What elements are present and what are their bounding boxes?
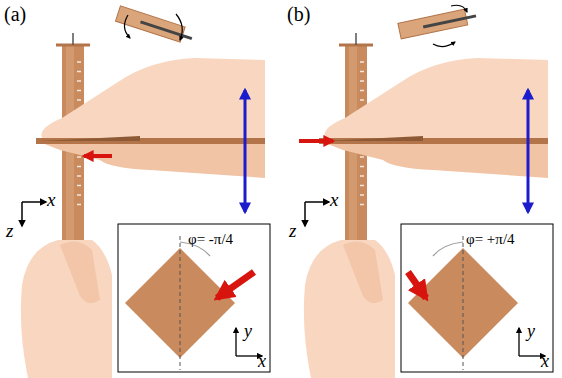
ruler-tip bbox=[72, 33, 74, 45]
oscillation-arrow bbox=[527, 90, 530, 212]
ruler-notch bbox=[77, 71, 81, 73]
ruler-notch bbox=[77, 99, 81, 101]
rotation-arrow bbox=[176, 14, 182, 40]
ruler-notch bbox=[360, 71, 364, 73]
ruler-notch bbox=[77, 166, 81, 168]
ruler-notch bbox=[77, 175, 81, 177]
inset-force-arrow bbox=[217, 272, 254, 298]
force-arrow bbox=[84, 154, 112, 158]
axis-label: x bbox=[541, 352, 549, 370]
axis-label: z bbox=[289, 221, 296, 240]
axis-label: z bbox=[6, 221, 13, 240]
ruler-notch bbox=[360, 194, 364, 196]
ruler-notch bbox=[360, 166, 364, 168]
inset-axis-y bbox=[518, 328, 519, 356]
panel bbox=[21, 6, 270, 378]
oscillation-arrow bbox=[244, 90, 247, 212]
rotation-arrow bbox=[433, 42, 455, 47]
ruler-notch bbox=[360, 80, 364, 82]
rotation-arrow bbox=[451, 5, 467, 12]
inset-frame bbox=[401, 224, 553, 372]
thumb bbox=[60, 241, 100, 303]
ruler-tip bbox=[355, 33, 357, 45]
axis-z bbox=[21, 202, 23, 226]
reference-line bbox=[180, 236, 181, 370]
lower-hand bbox=[21, 240, 112, 378]
ruler-notch bbox=[77, 61, 81, 63]
angle-label: φ= +π/4 bbox=[466, 232, 515, 247]
axis-label: x bbox=[258, 352, 266, 370]
axis-label: y bbox=[244, 322, 252, 340]
blade-edge bbox=[323, 136, 423, 141]
angle-arc bbox=[433, 242, 463, 256]
tilt-sketch bbox=[398, 7, 478, 39]
panel-letter: (b) bbox=[287, 4, 310, 24]
upper-hand bbox=[41, 58, 265, 140]
axis-x bbox=[22, 201, 46, 203]
ruler-notch bbox=[77, 185, 81, 187]
blade-edge bbox=[40, 136, 140, 141]
panel bbox=[299, 5, 553, 378]
angle-label: φ= -π/4 bbox=[188, 232, 233, 247]
ruler-notch bbox=[77, 90, 81, 92]
inset-axis-y bbox=[235, 328, 236, 356]
upper-fingers bbox=[325, 143, 548, 178]
ruler-notch bbox=[77, 194, 81, 196]
tilt-sketch bbox=[116, 6, 195, 45]
axis-label: x bbox=[47, 190, 55, 209]
axis-z bbox=[304, 202, 306, 226]
ruler-notch bbox=[360, 185, 364, 187]
upper-hand bbox=[324, 58, 548, 140]
panel-letter: (a) bbox=[4, 4, 26, 24]
ruler-notch bbox=[77, 80, 81, 82]
ruler-notch bbox=[360, 156, 364, 158]
force-arrow bbox=[299, 139, 333, 143]
sketch-rod bbox=[140, 22, 191, 39]
ruler-notch bbox=[77, 156, 81, 158]
thumb bbox=[343, 241, 383, 303]
ruler-notch bbox=[360, 90, 364, 92]
ruler-notch bbox=[360, 175, 364, 177]
ruler-notch bbox=[360, 204, 364, 206]
inset-frame bbox=[118, 224, 270, 372]
axis-label: y bbox=[527, 322, 535, 340]
axis-x bbox=[305, 201, 329, 203]
ruler-notch bbox=[360, 99, 364, 101]
upper-fingers bbox=[42, 143, 265, 178]
ruler-notch bbox=[77, 204, 81, 206]
inset-force-arrow bbox=[408, 272, 426, 298]
sketch-rod bbox=[423, 16, 476, 27]
axis-label: x bbox=[330, 190, 338, 209]
reference-line bbox=[463, 236, 464, 370]
lower-hand bbox=[304, 240, 395, 378]
ruler-notch bbox=[360, 61, 364, 63]
rotation-arrow bbox=[124, 15, 130, 38]
